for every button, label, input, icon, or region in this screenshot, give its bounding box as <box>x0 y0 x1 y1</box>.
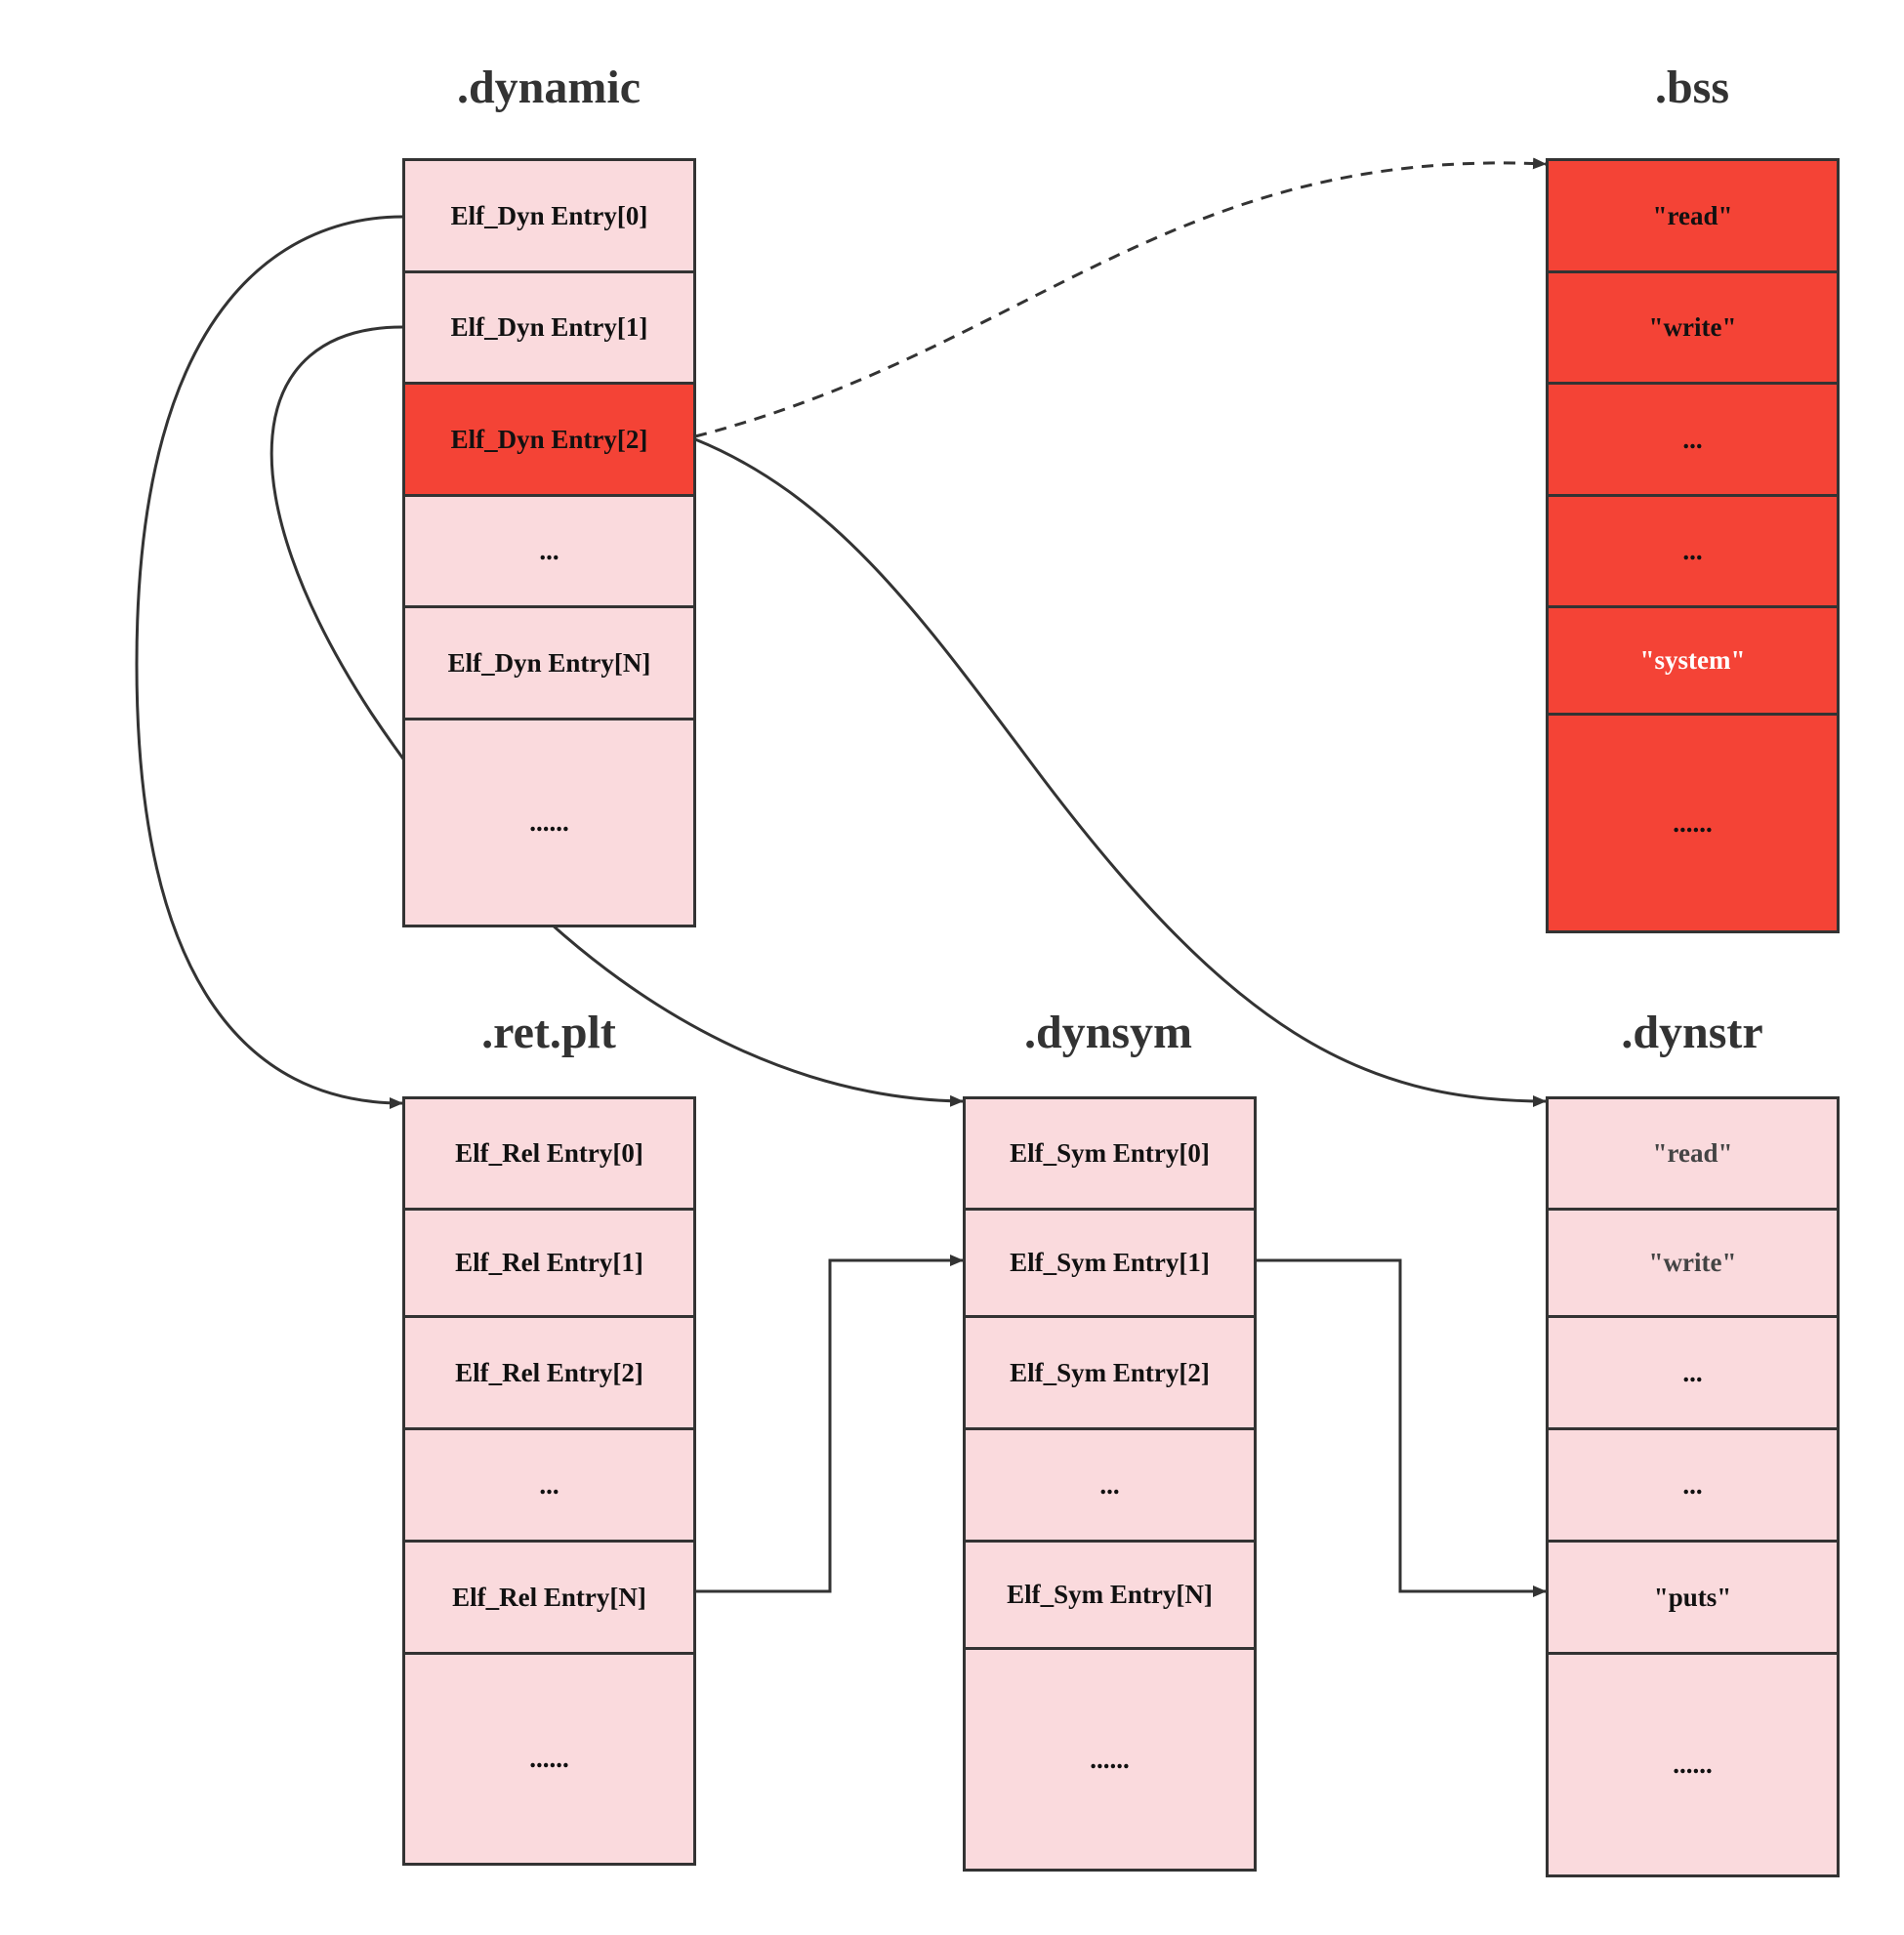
relplt-row-5: ...... <box>405 1655 693 1863</box>
dynstr-row-1: "write" <box>1549 1211 1837 1318</box>
arrow-dyn2-to-bss-dashed <box>694 157 1547 438</box>
bss-title: .bss <box>1654 62 1730 113</box>
dynamic-title: .dynamic <box>456 62 641 113</box>
bss-row-5: ...... <box>1549 716 1837 930</box>
bss-table: "read" "write" ... ... "system" ...... <box>1546 158 1840 933</box>
dynsym-table: Elf_Sym Entry[0] Elf_Sym Entry[1] Elf_Sy… <box>963 1096 1257 1872</box>
bss-row-0: "read" <box>1549 161 1837 273</box>
dynsym-title: .dynsym <box>1023 1007 1193 1058</box>
arrow-dyn1-to-dynsym <box>269 325 964 1107</box>
dynstr-row-5: ...... <box>1549 1655 1837 1874</box>
dynamic-row-3: ... <box>405 497 693 608</box>
arrow-sym1-to-puts <box>1256 1258 1547 1597</box>
dynstr-row-4: "puts" <box>1549 1543 1837 1655</box>
dynamic-table: Elf_Dyn Entry[0] Elf_Dyn Entry[1] Elf_Dy… <box>402 158 696 927</box>
dynstr-row-0: "read" <box>1549 1099 1837 1211</box>
dynstr-row-2: ... <box>1549 1318 1837 1430</box>
relplt-row-1: Elf_Rel Entry[1] <box>405 1211 693 1318</box>
dynstr-table: "read" "write" ... ... "puts" ...... <box>1546 1096 1840 1877</box>
dynsym-row-0: Elf_Sym Entry[0] <box>966 1099 1254 1211</box>
relplt-row-4: Elf_Rel Entry[N] <box>405 1543 693 1655</box>
dynamic-row-5: ...... <box>405 720 693 925</box>
relplt-title: .ret.plt <box>481 1007 616 1058</box>
dynsym-row-5: ...... <box>966 1650 1254 1869</box>
arrow-relN-to-sym1 <box>695 1255 964 1593</box>
relplt-row-3: ... <box>405 1430 693 1543</box>
dynsym-row-1: Elf_Sym Entry[1] <box>966 1211 1254 1318</box>
arrow-dyn0-to-relplt <box>135 215 403 1109</box>
dynamic-row-2: Elf_Dyn Entry[2] <box>405 385 693 497</box>
dynamic-row-1: Elf_Dyn Entry[1] <box>405 273 693 385</box>
relplt-table: Elf_Rel Entry[0] Elf_Rel Entry[1] Elf_Re… <box>402 1096 696 1866</box>
dynamic-row-4: Elf_Dyn Entry[N] <box>405 608 693 720</box>
dynstr-title: .dynstr <box>1621 1007 1763 1058</box>
bss-row-3: ... <box>1549 497 1837 608</box>
relplt-row-0: Elf_Rel Entry[0] <box>405 1099 693 1211</box>
relplt-row-2: Elf_Rel Entry[2] <box>405 1318 693 1430</box>
dynsym-row-2: Elf_Sym Entry[2] <box>966 1318 1254 1430</box>
bss-row-1: "write" <box>1549 273 1837 385</box>
dynamic-row-0: Elf_Dyn Entry[0] <box>405 161 693 273</box>
bss-row-4: "system" <box>1549 608 1837 716</box>
dynstr-row-3: ... <box>1549 1430 1837 1543</box>
dynsym-row-3: ... <box>966 1430 1254 1543</box>
dynsym-row-4: Elf_Sym Entry[N] <box>966 1543 1254 1650</box>
arrow-dyn2-to-dynstr <box>694 437 1547 1107</box>
bss-row-2: ... <box>1549 385 1837 497</box>
